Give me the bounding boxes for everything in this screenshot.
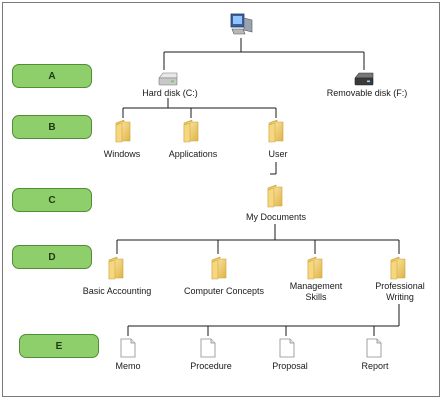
folder-management-skills-label: Management Skills [290, 281, 343, 303]
level-tag-a: A [12, 64, 92, 88]
level-tag-label: D [48, 251, 56, 263]
connector-user [270, 162, 277, 175]
folder-icon [305, 256, 325, 280]
folder-computer-concepts-label: Computer Concepts [183, 286, 265, 296]
hard-drive-icon [157, 72, 179, 86]
document-icon [200, 338, 216, 358]
connector-professional-writing [127, 304, 400, 336]
removable-drive-icon [353, 72, 375, 86]
document-icon [120, 338, 136, 358]
document-icon [279, 338, 295, 358]
connector-my-documents [116, 224, 400, 254]
label-line: Writing [386, 292, 414, 302]
hard-disk-label: Hard disk (C:) [142, 88, 198, 98]
level-tag-e: E [19, 334, 99, 358]
label-line: Professional [375, 281, 425, 291]
level-tag-label: A [48, 70, 56, 82]
folder-basic-accounting-label: Basic Accounting [82, 286, 152, 296]
folder-icon [209, 256, 229, 280]
folder-icon [106, 256, 126, 280]
file-report-label: Report [361, 361, 389, 371]
label-line: Skills [305, 292, 327, 302]
level-tag-b: B [12, 115, 92, 139]
folder-icon [181, 119, 201, 143]
diagram-border [2, 2, 440, 397]
folder-professional-writing-label: Professional Writing [375, 281, 425, 303]
folder-icon [266, 119, 286, 143]
folder-icon [265, 184, 285, 208]
file-proposal-label: Proposal [272, 361, 308, 371]
removable-disk-label: Removable disk (F:) [326, 88, 408, 98]
file-memo-label: Memo [115, 361, 141, 371]
folder-icon [388, 256, 408, 280]
level-tag-c: C [12, 188, 92, 212]
level-tag-label: B [48, 121, 56, 133]
folder-user-label: User [268, 149, 288, 159]
folder-my-documents-label: My Documents [245, 212, 307, 222]
connector-hard-disk [122, 98, 277, 118]
level-tag-label: C [48, 194, 56, 206]
folder-icon [113, 119, 133, 143]
label-line: Management [289, 281, 343, 291]
file-procedure-label: Procedure [190, 361, 232, 371]
computer-icon [230, 13, 253, 35]
level-tag-d: D [12, 245, 92, 269]
document-icon [366, 338, 382, 358]
connector-root [163, 38, 365, 70]
folder-windows-label: Windows [103, 149, 141, 159]
level-tag-label: E [55, 340, 63, 352]
folder-applications-label: Applications [168, 149, 218, 159]
